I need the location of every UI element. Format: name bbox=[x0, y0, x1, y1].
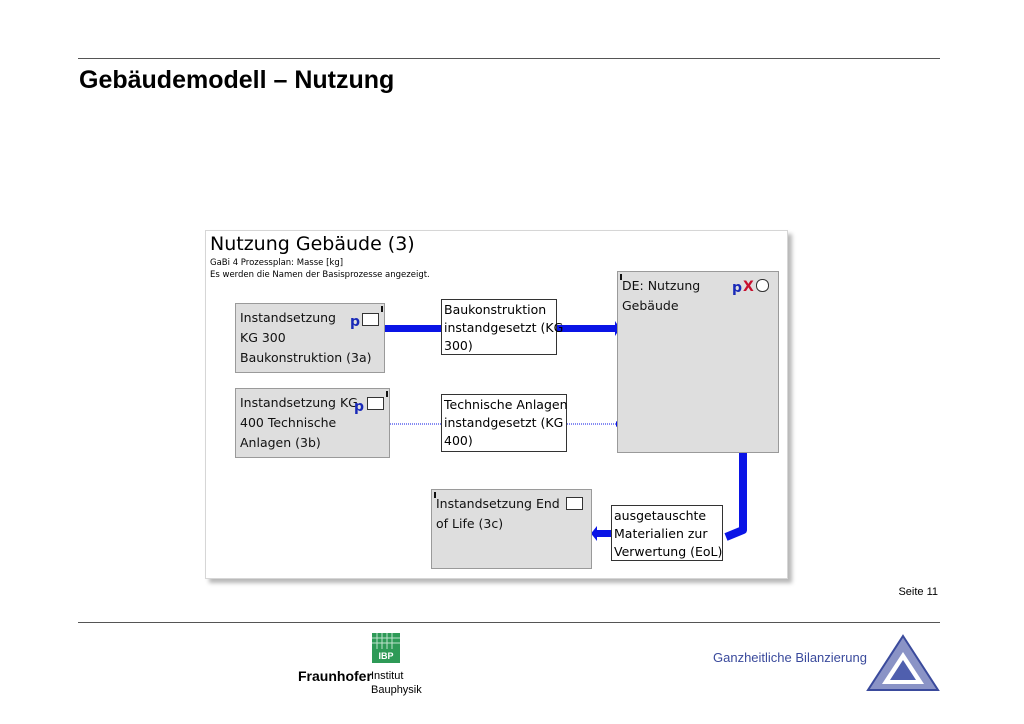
flow-line-f1-in bbox=[385, 325, 441, 332]
corner-marker bbox=[381, 306, 383, 312]
flow-line-f3-out bbox=[724, 453, 747, 541]
institute-line-1: Institut bbox=[371, 670, 404, 682]
top-rule bbox=[78, 58, 940, 59]
parameter-badge: p bbox=[354, 399, 365, 415]
process-3a-label: Instandsetzung KG 300 Baukonstruktion (3… bbox=[240, 310, 372, 365]
process-3c-label: Instandsetzung End of Life (3c) bbox=[436, 496, 560, 531]
parameter-badge: p bbox=[732, 280, 743, 296]
institute-line-2: Bauphysik bbox=[371, 684, 422, 696]
process-plan-panel: Nutzung Gebäude (3) GaBi 4 Prozessplan: … bbox=[205, 230, 788, 579]
flow-arrow-f3 bbox=[591, 526, 597, 541]
image-icon bbox=[566, 497, 583, 510]
ganzheitliche-bilanzierung-label: Ganzheitliche Bilanzierung bbox=[713, 650, 867, 665]
process-de-label: DE: Nutzung Gebäude bbox=[622, 278, 701, 313]
image-icon bbox=[362, 313, 379, 326]
process-3b[interactable]: Instandsetzung KG 400 Technische Anlagen… bbox=[235, 388, 390, 458]
flow-box-technische-anlagen[interactable]: Technische Anlagen instandgesetzt (KG 40… bbox=[441, 394, 568, 452]
process-3b-label: Instandsetzung KG 400 Technische Anlagen… bbox=[240, 395, 358, 450]
image-icon bbox=[367, 397, 384, 410]
process-3c[interactable]: Instandsetzung End of Life (3c) bbox=[431, 489, 592, 569]
process-3a[interactable]: Instandsetzung KG 300 Baukonstruktion (3… bbox=[235, 303, 385, 373]
parameter-badge: p bbox=[350, 314, 361, 330]
ibp-badge-text: IBP bbox=[378, 651, 393, 661]
page-number: Seite 11 bbox=[898, 586, 938, 598]
plan-meta-line-1: GaBi 4 Prozessplan: Masse [kg] bbox=[210, 258, 344, 268]
bottom-rule bbox=[78, 622, 940, 623]
corner-marker bbox=[620, 274, 622, 280]
plan-title: Nutzung Gebäude (3) bbox=[210, 233, 415, 255]
gb-triangle-logo bbox=[866, 634, 940, 691]
corner-marker bbox=[386, 391, 388, 397]
fraunhofer-wordmark: Fraunhofer bbox=[298, 668, 372, 684]
exclusion-badge: X bbox=[743, 279, 754, 295]
connector-layer bbox=[385, 321, 747, 541]
flow-box-baukonstruktion[interactable]: Baukonstruktion instandgesetzt (KG 300) bbox=[441, 299, 563, 355]
globe-icon bbox=[756, 279, 769, 292]
plan-meta-line-2: Es werden die Namen der Basisprozesse an… bbox=[210, 270, 430, 280]
corner-marker bbox=[434, 492, 436, 498]
flow-line-f1-out bbox=[557, 325, 615, 332]
flow-line-f3-in bbox=[597, 530, 611, 537]
slide-title: Gebäudemodell – Nutzung bbox=[79, 66, 395, 94]
ibp-logo: IBP bbox=[372, 633, 400, 663]
flow-box-ausgetauschte-materialien[interactable]: ausgetauschte Materialien zur Verwertung… bbox=[611, 505, 723, 561]
process-de-nutzung-gebaeude[interactable]: DE: Nutzung Gebäude p X bbox=[617, 271, 779, 453]
